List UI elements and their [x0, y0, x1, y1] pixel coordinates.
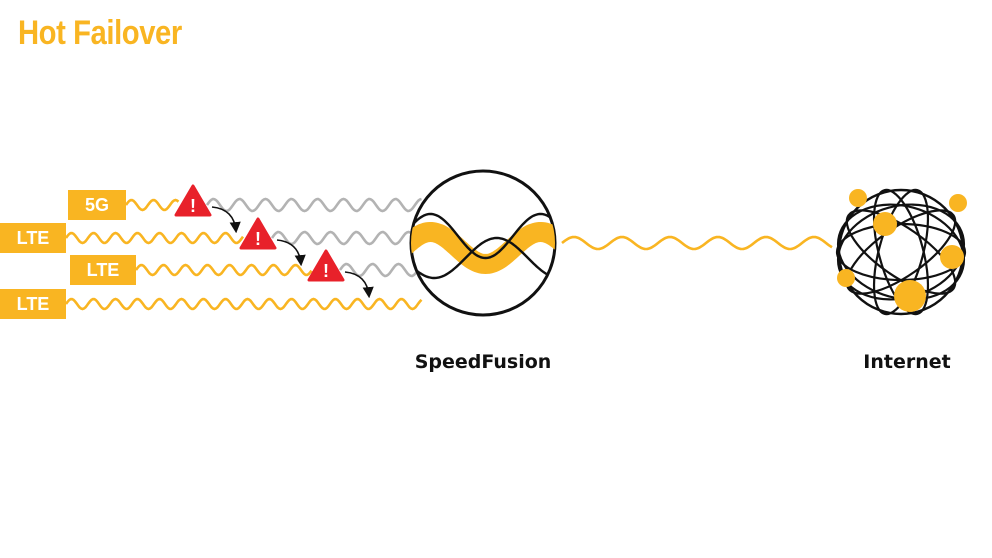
globe-node	[940, 245, 964, 269]
tunnel-line	[411, 236, 555, 280]
globe-orbit	[872, 188, 930, 316]
link-label-text: LTE	[17, 228, 50, 248]
warning-triangle	[174, 184, 212, 217]
warning-exclamation: !	[323, 261, 329, 281]
globe-node	[837, 269, 855, 287]
link-wave-inactive	[338, 262, 423, 278]
warning-triangle	[239, 217, 277, 250]
link-label: LTE	[70, 255, 136, 285]
globe-orbit	[872, 188, 930, 316]
failover-arrow	[211, 206, 241, 234]
link-wave-inactive	[205, 197, 422, 213]
failover-arrow	[344, 271, 374, 299]
failover-arrow	[276, 239, 306, 267]
warning-icon: !	[239, 217, 306, 267]
warning-exclamation: !	[190, 196, 196, 216]
link-label-box	[70, 255, 136, 285]
warning-icon: !	[307, 249, 374, 299]
tunnel-band	[411, 222, 555, 275]
warning-exclamation: !	[255, 229, 261, 249]
link-label: 5G	[68, 190, 126, 220]
internet-label: Internet	[863, 351, 950, 373]
warning-icon: !	[174, 184, 241, 234]
page-title: Hot Failover	[18, 14, 182, 52]
internet-node: Internet	[835, 188, 967, 373]
link-wave-active	[134, 263, 313, 277]
link-label: LTE	[0, 223, 66, 253]
link-labels: 5G LTE LTE LTE	[0, 190, 136, 319]
link-wave-active	[64, 231, 245, 245]
tunnel-line	[411, 212, 555, 260]
failover-alerts: !!!	[174, 184, 374, 299]
globe-orbit	[836, 203, 966, 301]
link-label-box	[0, 223, 66, 253]
link-wave-active	[124, 198, 180, 212]
globe-node	[849, 189, 867, 207]
link-waves	[64, 197, 833, 311]
speedfusion-tunnel-icon	[411, 212, 555, 280]
globe-node	[894, 280, 926, 312]
link-label-text: 5G	[85, 195, 109, 215]
link-label-text: LTE	[87, 260, 120, 280]
link-label-text: LTE	[17, 294, 50, 314]
speedfusion-node: SpeedFusion	[409, 169, 557, 373]
speedfusion-label: SpeedFusion	[415, 351, 552, 373]
link-label-box	[0, 289, 66, 319]
link-label: LTE	[0, 289, 66, 319]
internet-link-wave	[561, 235, 833, 251]
link-label-box	[68, 190, 126, 220]
warning-triangle	[307, 249, 345, 282]
globe-icon	[835, 188, 967, 316]
globe-node	[873, 212, 897, 236]
link-wave-inactive	[270, 230, 423, 246]
globe-node	[949, 194, 967, 212]
globe-orbit	[845, 209, 957, 295]
link-wave-active	[64, 297, 423, 311]
